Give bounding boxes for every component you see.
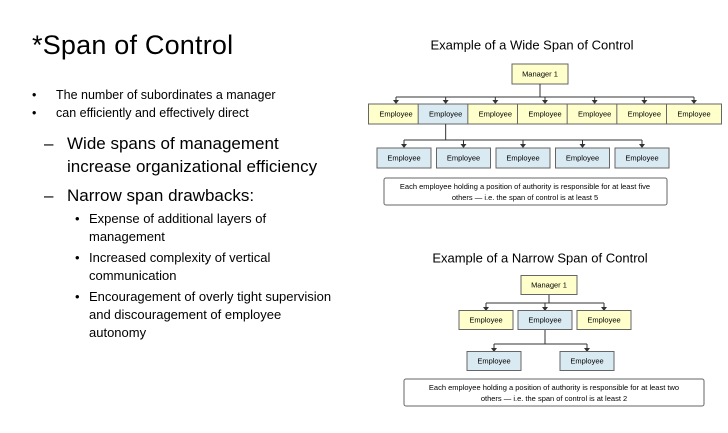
narrow-employee-box (576, 310, 632, 330)
arrowhead-icon (542, 100, 548, 104)
narrow-employee-box-label: Employee (469, 315, 502, 324)
narrow-note-line1: Each employee holding a position of auth… (429, 383, 679, 392)
arrowhead-icon (401, 144, 407, 148)
arrowhead-icon (579, 144, 586, 148)
arrowhead-icon (492, 100, 499, 104)
wide-note-line1: Each employee holding a position of auth… (400, 182, 650, 191)
narrow-note-box (403, 378, 705, 407)
narrow-sub-employee-box (559, 351, 615, 371)
intro-bullet: •The number of subordinates a manager (32, 88, 276, 102)
wide-sub-employee-box (376, 147, 432, 169)
arrowhead-icon (584, 348, 590, 352)
arrowhead-icon (460, 144, 467, 148)
arrowhead-icon (542, 307, 548, 311)
wide-sub-employee-box-label: Employee (387, 153, 420, 162)
intro-bullet: •can efficiently and effectively direct (32, 106, 249, 120)
wide-employee-box-label: Employee (628, 109, 661, 118)
wide-sub-employee-box-label: Employee (625, 153, 658, 162)
arrowhead-icon (641, 100, 648, 104)
arrowhead-icon (639, 144, 645, 148)
wide-employee-box-label: Employee (528, 109, 561, 118)
wide-sub-employee-box (614, 147, 670, 169)
bullet-dot-icon: • (75, 289, 80, 304)
wide-sub-employee-box-label: Employee (506, 153, 539, 162)
narrow-manager-box-label: Manager 1 (531, 280, 567, 289)
wide-chart-title: Example of a Wide Span of Control (430, 37, 633, 52)
slide-title: *Span of Control (32, 30, 234, 60)
wide-sub-employee-box-label: Employee (447, 153, 480, 162)
wide-employee-box-label: Employee (479, 109, 512, 118)
point-narrow-drawbacks: –Narrow span drawbacks: (44, 186, 255, 205)
wide-sub-employee-box (495, 147, 551, 169)
arrowhead-icon (393, 100, 399, 104)
wide-employee-box-label: Employee (677, 109, 710, 118)
arrowhead-icon (483, 307, 489, 311)
wide-sub-employee-box (555, 147, 610, 169)
arrowhead-icon (491, 348, 497, 352)
narrow-employee-box (517, 310, 573, 330)
narrow-manager-box (520, 275, 578, 295)
arrowhead-icon (442, 100, 449, 104)
wide-sub-employee-box-label: Employee (566, 153, 599, 162)
wide-employee-box-label: Employee (379, 109, 412, 118)
wide-sub-employee-box (436, 147, 491, 169)
wide-note-box (383, 177, 668, 206)
bullet-dot-icon: • (32, 106, 37, 120)
bullet-dot-icon: • (75, 211, 80, 226)
narrow-sub-employee-box (466, 351, 522, 371)
narrow-employee-box-label: Employee (528, 315, 561, 324)
arrowhead-icon (601, 307, 607, 311)
wide-employee-box-label: Employee (429, 109, 462, 118)
narrow-employee-box-label: Employee (587, 315, 620, 324)
narrow-sub-employee-box-label: Employee (570, 356, 603, 365)
narrow-chart-title: Example of a Narrow Span of Control (432, 250, 647, 265)
subpoint-supervision: •Encouragement of overly tight supervisi… (75, 289, 332, 340)
subpoint-complexity: •Increased complexity of vertical commun… (75, 250, 271, 283)
arrowhead-icon (691, 100, 697, 104)
wide-employee-box-label: Employee (578, 109, 611, 118)
bullet-dot-icon: • (75, 250, 80, 265)
arrowhead-icon (520, 144, 526, 148)
narrow-sub-employee-box-label: Employee (477, 356, 510, 365)
wide-manager-box-label: Manager 1 (522, 69, 558, 78)
bullet-dot-icon: • (32, 88, 37, 102)
bullet-list: •The number of subordinates a manager •c… (32, 86, 332, 342)
subpoint-expense: •Expense of additional layers of managem… (75, 211, 267, 244)
wide-employee-box (666, 103, 722, 125)
narrow-note-line2: others — i.e. the span of control is at … (481, 394, 627, 403)
wide-note-line2: others — i.e. the span of control is at … (452, 193, 598, 202)
narrow-employee-box (458, 310, 514, 330)
point-wide-spans: –Wide spans of management increase organ… (44, 134, 318, 176)
arrowhead-icon (591, 100, 598, 104)
